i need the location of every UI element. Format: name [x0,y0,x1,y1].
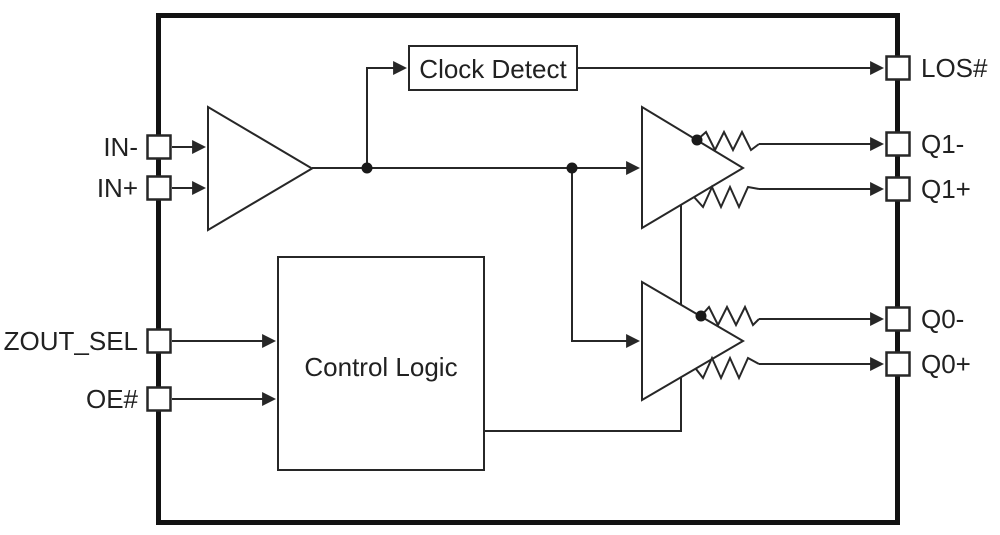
pin-square [146,134,172,160]
pin-square [885,351,911,377]
wire-control-to-buffers [484,204,682,432]
resistor-q1-plus [693,184,760,210]
pin-square [146,328,172,354]
control-logic-box [277,256,485,471]
clock-detect-box [408,45,578,91]
junction-dot-q0-tap [695,310,707,322]
pin-label: Q0+ [921,349,971,379]
pin-q1-plus: Q1+ [885,174,971,204]
control-logic-block: Control Logic [277,256,485,471]
pin-label: Q1+ [921,174,971,204]
q1-output-buffer-triangle [641,105,745,230]
q0-output-buffer-triangle [641,280,745,402]
pin-label: OE# [86,384,139,414]
pin-label: IN+ [97,173,138,203]
resistor-q0-plus [695,355,760,381]
pin-label: IN- [103,132,138,162]
pin-label: LOS# [921,53,988,83]
junction-dot-q1-tap [691,134,703,146]
input-buffer-triangle [207,105,314,232]
pin-label: Q0- [921,304,964,334]
pin-square [885,306,911,332]
pin-square [885,55,911,81]
pin-square [146,386,172,412]
pin-square [146,175,172,201]
pin-in-minus: IN- [103,132,172,162]
pin-zout-sel: ZOUT_SEL [4,326,172,356]
pin-q0-plus: Q0+ [885,349,971,379]
wire-to-q0-buffer [571,168,641,348]
pin-los: LOS# [885,53,988,83]
clock-detect-block: Clock Detect [408,45,578,91]
pin-in-plus: IN+ [97,173,172,203]
chip-outline [156,13,900,525]
pin-square [885,176,911,202]
junction-dots [361,134,707,322]
junction-dot-clock-branch [361,162,373,174]
pin-square [885,131,911,157]
pin-q0-minus: Q0- [885,304,964,334]
clock-detect-label: Clock Detect [419,54,567,84]
wire-to-clock-detect [366,61,408,168]
resistor-q0-minus [700,304,760,328]
pin-oe: OE# [86,384,172,414]
pin-label: Q1- [921,129,964,159]
pin-q1-minus: Q1- [885,129,964,159]
pin-label: ZOUT_SEL [4,326,138,356]
resistors [693,129,760,381]
resistor-q1-minus [696,129,760,153]
control-logic-label: Control Logic [304,352,457,382]
junction-dot-q0-branch [566,162,578,174]
